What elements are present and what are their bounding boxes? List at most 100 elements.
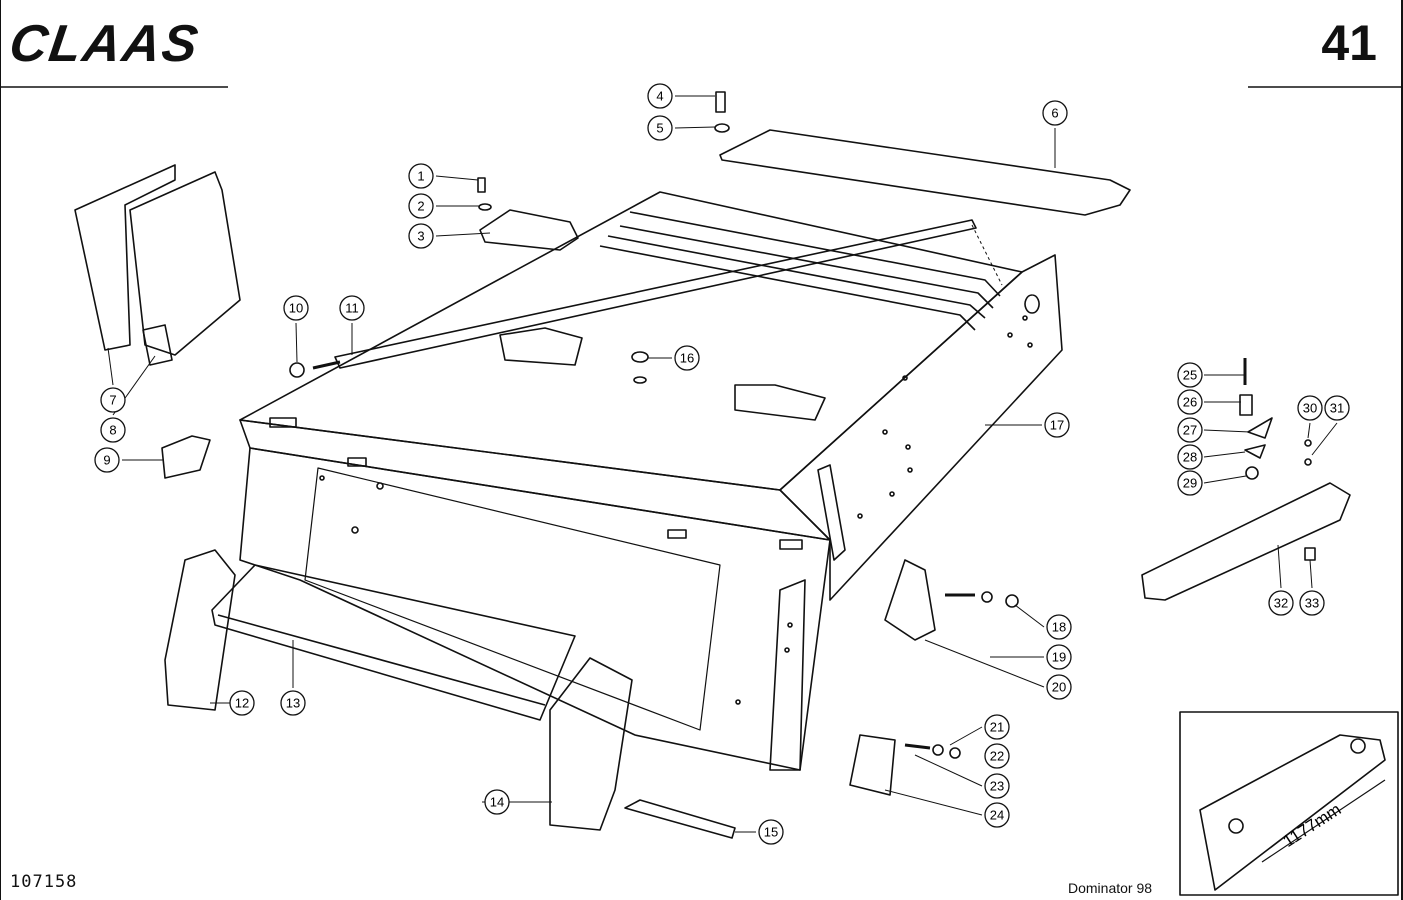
wear-block	[884, 559, 936, 641]
callout-circle	[339, 295, 365, 321]
callout-10: 10	[283, 295, 309, 321]
callout-label: 2	[417, 199, 424, 214]
callout-label: 15	[764, 825, 778, 840]
callout-label: 30	[1303, 401, 1317, 416]
callout-circle	[984, 714, 1010, 740]
side-plate	[74, 164, 176, 351]
callout-label: 12	[235, 696, 249, 711]
callout-label: 13	[286, 696, 300, 711]
callout-label: 5	[656, 121, 663, 136]
callout-11: 11	[339, 295, 365, 321]
callout-label: 4	[656, 89, 663, 104]
callout-circle	[408, 223, 434, 249]
callout-33: 33	[1299, 590, 1325, 616]
callout-circle	[1324, 395, 1350, 421]
callout-circle	[674, 345, 700, 371]
inset-dimension: 1177mm	[1280, 800, 1345, 851]
callout-label: 28	[1183, 450, 1197, 465]
callout-label: 6	[1051, 106, 1058, 121]
callout-circle	[1042, 100, 1068, 126]
callout-label: 26	[1183, 395, 1197, 410]
callout-26: 26	[1177, 389, 1203, 415]
callout-circle	[1297, 395, 1323, 421]
callout-24: 24	[984, 802, 1010, 828]
callout-6: 6	[1042, 100, 1068, 126]
callout-circle	[1044, 412, 1070, 438]
callout-9: 9	[94, 447, 120, 473]
callout-circle	[758, 819, 784, 845]
callout-22: 22	[984, 743, 1010, 769]
drawing-number: 107158	[10, 872, 78, 892]
angle-bracket	[161, 435, 211, 479]
callout-label: 19	[1052, 650, 1066, 665]
inset-detail-box	[1179, 711, 1399, 896]
callout-circle	[408, 193, 434, 219]
callout-circle	[984, 743, 1010, 769]
callout-12: 12	[229, 690, 255, 716]
callout-15: 15	[758, 819, 784, 845]
callout-30: 30	[1297, 395, 1323, 421]
callout-label: 33	[1305, 596, 1319, 611]
callout-circle	[984, 773, 1010, 799]
callout-23: 23	[984, 773, 1010, 799]
callout-label: 9	[103, 453, 110, 468]
callout-circle	[484, 789, 510, 815]
callout-circle	[1177, 470, 1203, 496]
callout-label: 14	[490, 795, 504, 810]
callout-label: 29	[1183, 476, 1197, 491]
callout-label: 27	[1183, 423, 1197, 438]
callout-29: 29	[1177, 470, 1203, 496]
callout-circle	[647, 83, 673, 109]
callout-label: 20	[1052, 680, 1066, 695]
callout-label: 25	[1183, 368, 1197, 383]
model-name: Dominator 98	[1068, 880, 1153, 896]
callout-13: 13	[280, 690, 306, 716]
callout-circle	[1299, 590, 1325, 616]
callout-4: 4	[647, 83, 673, 109]
callout-circle	[283, 295, 309, 321]
callout-label: 1	[417, 169, 424, 184]
left-support-bracket	[164, 549, 236, 711]
leader-lines	[107, 95, 1338, 833]
callout-circle	[1268, 590, 1294, 616]
support-tube	[1141, 482, 1351, 601]
callout-circle	[1177, 362, 1203, 388]
callout-label: 22	[990, 749, 1004, 764]
callout-circle	[229, 690, 255, 716]
callout-label: 18	[1052, 620, 1066, 635]
callout-1: 1	[408, 163, 434, 189]
callout-circle	[1046, 614, 1072, 640]
callout-label: 8	[109, 423, 116, 438]
top-cover	[719, 129, 1131, 216]
callout-3: 3	[408, 223, 434, 249]
callout-circle	[280, 690, 306, 716]
callout-5: 5	[647, 115, 673, 141]
callout-14: 14	[484, 789, 510, 815]
tie-rod	[334, 219, 977, 369]
callout-32: 32	[1268, 590, 1294, 616]
callout-circle	[100, 417, 126, 443]
callout-18: 18	[1046, 614, 1072, 640]
cross-beam	[211, 564, 576, 721]
callout-label: 17	[1050, 418, 1064, 433]
callout-7: 7	[100, 387, 126, 413]
callout-circle	[94, 447, 120, 473]
callout-label: 23	[990, 779, 1004, 794]
callout-circle	[1046, 674, 1072, 700]
callout-circle	[984, 802, 1010, 828]
callout-17: 17	[1044, 412, 1070, 438]
callout-circle	[1177, 389, 1203, 415]
callout-2: 2	[408, 193, 434, 219]
callout-label: 10	[289, 301, 303, 316]
callout-label: 24	[990, 808, 1004, 823]
callout-circle	[1046, 644, 1072, 670]
callout-label: 11	[345, 301, 359, 316]
callout-31: 31	[1324, 395, 1350, 421]
callout-label: 7	[109, 393, 116, 408]
callout-circle	[408, 163, 434, 189]
right-support-bracket	[549, 657, 633, 831]
callout-28: 28	[1177, 444, 1203, 470]
